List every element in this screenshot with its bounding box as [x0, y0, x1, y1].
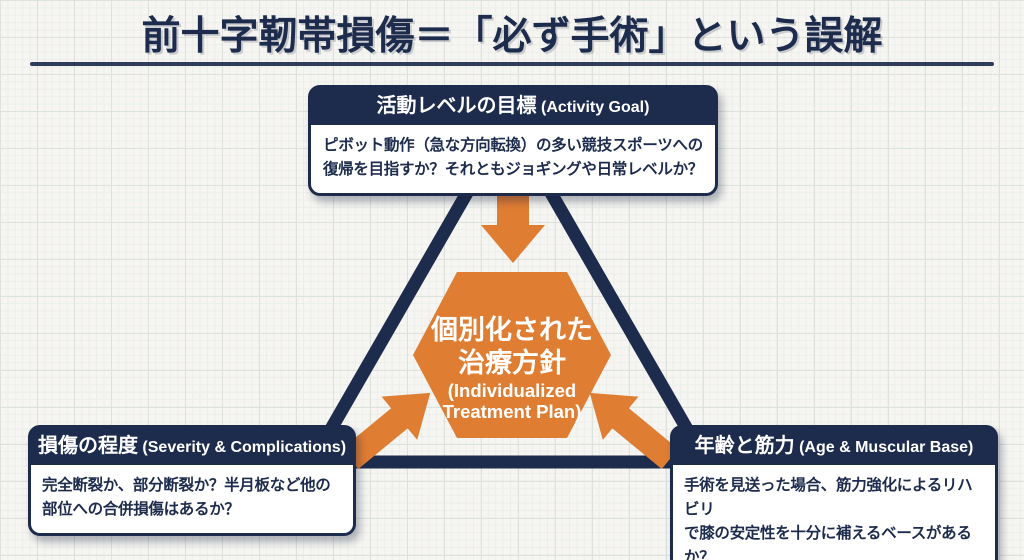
node-severity: 損傷の程度 (Severity & Complications) 完全断裂か、部… — [28, 425, 356, 537]
hexagon-label-en-2: Treatment Plan) — [443, 401, 582, 422]
node-activity-goal-title-jp: 活動レベルの目標 — [376, 95, 537, 117]
arrow-up-left-icon — [589, 392, 679, 470]
page-title: 前十字靭帯損傷＝「必ず手術」という誤解 — [141, 15, 883, 58]
node-severity-body: 完全断裂か、部分断裂か？半月板など他の 部位への合併損傷はあるか？ — [42, 477, 331, 519]
node-severity-header: 損傷の程度 (Severity & Complications) — [31, 428, 353, 465]
hexagon-label-jp-1: 個別化された — [430, 315, 593, 345]
title-divider — [30, 62, 994, 66]
node-severity-title-jp: 損傷の程度 — [37, 435, 138, 457]
hexagon-label-jp-2: 治療方針 — [458, 347, 566, 378]
arrow-down-icon — [481, 189, 545, 263]
hexagon-label-en-1: (Individualized — [448, 380, 576, 401]
arrow-up-right-icon — [341, 392, 431, 470]
node-age-muscle-title-jp: 年齢と筋力 — [694, 435, 795, 457]
node-age-muscle-header: 年齢と筋力 (Age & Muscular Base) — [673, 428, 995, 465]
node-activity-goal: 活動レベルの目標 (Activity Goal) ピボット動作（急な方向転換）の… — [308, 85, 718, 197]
node-activity-goal-title-en: (Activity Goal) — [540, 99, 650, 116]
center-hexagon — [413, 272, 611, 438]
node-activity-goal-body: ピボット動作（急な方向転換）の多い競技スポーツへの 復帰を目指すか？それともジョ… — [322, 137, 703, 179]
triangle-outline — [300, 106, 718, 469]
node-age-muscle-title-en: (Age & Muscular Base) — [799, 439, 974, 456]
node-activity-goal-header: 活動レベルの目標 (Activity Goal) — [311, 88, 715, 125]
node-age-muscle: 年齢と筋力 (Age & Muscular Base) 手術を見送った場合、筋力… — [670, 425, 998, 560]
node-severity-title-en: (Severity & Complications) — [142, 439, 347, 456]
node-age-muscle-body: 手術を見送った場合、筋力強化によるリハビリ で膝の安定性を十分に補えるベースがあ… — [684, 477, 973, 560]
